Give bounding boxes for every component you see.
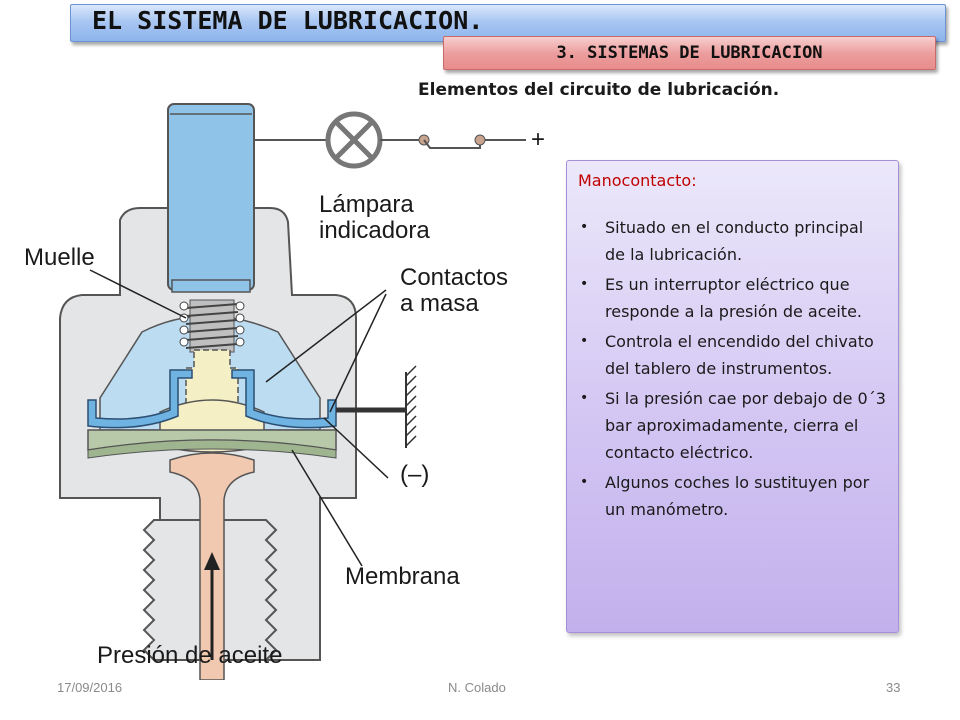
label-membrane: Membrana	[345, 563, 460, 590]
list-item: •Situado en el conducto principal de la …	[578, 214, 886, 268]
label-lamp: Lámpara indicadora	[319, 191, 430, 244]
leader-contact-1	[265, 289, 387, 383]
leader-ground	[323, 417, 389, 479]
title-bar	[70, 4, 946, 42]
footer-page-number: 33	[886, 680, 901, 695]
slide-subtitle: 3. SISTEMAS DE LUBRICACION	[556, 43, 823, 63]
leader-contact-2	[329, 293, 387, 413]
label-plus: +	[531, 126, 546, 153]
piston-column	[167, 103, 255, 291]
label-ground: (–)	[400, 461, 430, 488]
bullet-icon: •	[580, 219, 589, 235]
section-heading: Elementos del circuito de lubricación.	[418, 80, 780, 100]
spring-coils	[179, 299, 245, 353]
info-title: Manocontacto:	[578, 171, 697, 190]
contact-right	[231, 369, 337, 429]
bullet-icon: •	[580, 276, 589, 292]
info-box: Manocontacto: •Situado en el conducto pr…	[566, 160, 899, 633]
footer-date: 17/09/2016	[57, 680, 123, 695]
lamp-symbol	[325, 111, 383, 169]
leader-membrane	[291, 449, 363, 567]
leader-spring	[89, 269, 187, 319]
slide-title: EL SISTEMA DE LUBRICACION.	[92, 6, 484, 35]
list-item: •Controla el encendido del chivato del t…	[578, 328, 886, 382]
diagram-drawing	[59, 103, 526, 680]
label-spring: Muelle	[24, 244, 95, 271]
bullet-icon: •	[580, 474, 589, 490]
footer-author: N. Colado	[448, 680, 506, 695]
label-pressure: Presión de aceite	[97, 642, 283, 669]
label-contacts: Contactos a masa	[400, 264, 509, 317]
list-item: •Algunos coches lo sustituyen por un man…	[578, 469, 886, 523]
list-item: •Es un interruptor eléctrico que respond…	[578, 271, 886, 325]
pressure-switch-diagram: + Lámpara indicadora Muelle Contactos a …	[20, 100, 560, 680]
bullet-icon: •	[580, 333, 589, 349]
contact-left	[87, 369, 193, 429]
list-item: •Si la presión cae por debajo de 0´3 bar…	[578, 385, 886, 466]
subtitle-bar: 3. SISTEMAS DE LUBRICACION	[443, 36, 936, 70]
info-list: •Situado en el conducto principal de la …	[578, 214, 886, 523]
bullet-icon: •	[580, 390, 589, 406]
